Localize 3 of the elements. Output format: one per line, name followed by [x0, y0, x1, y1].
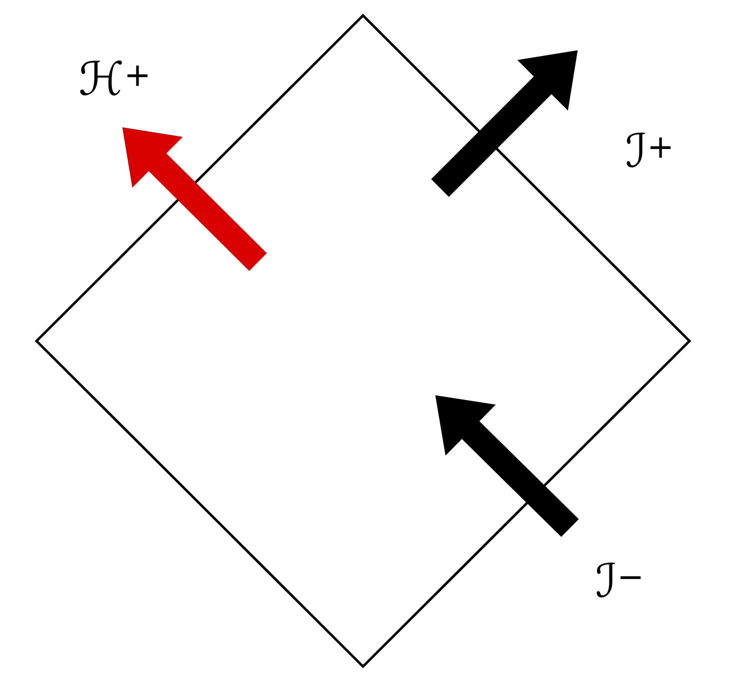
boundary-label: ℐ$^{+}$	[626, 132, 671, 168]
boundary-label: ℐ$^{−}$	[596, 562, 641, 598]
boundary-label: ℋ$^{+}$	[80, 60, 148, 96]
